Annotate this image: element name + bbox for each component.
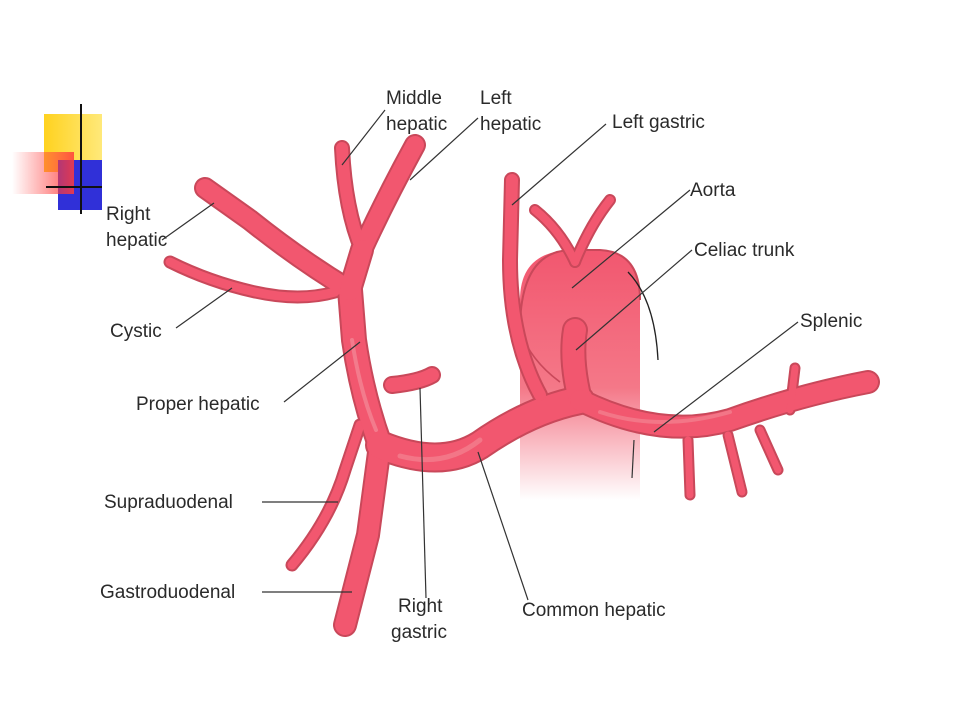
label-common-hepatic: Common hepatic <box>522 600 666 621</box>
label-left-hepatic-2: hepatic <box>480 114 541 135</box>
right-hepatic-artery <box>196 179 359 299</box>
aorta <box>519 249 659 500</box>
label-right-hepatic: Right <box>106 204 151 225</box>
label-right-gastric-2: gastric <box>391 622 447 643</box>
label-celiac-trunk: Celiac trunk <box>694 240 795 261</box>
cystic-artery <box>165 257 340 302</box>
labels: Middle hepatic Left hepatic Left gastric… <box>100 88 862 643</box>
label-left-hepatic: Left <box>480 88 512 109</box>
supraduodenal-artery <box>287 420 365 570</box>
left-hepatic-artery <box>353 136 424 259</box>
label-right-hepatic-2: hepatic <box>106 230 167 251</box>
label-gastroduodenal: Gastroduodenal <box>100 582 235 603</box>
artery-tree-edge <box>163 134 880 637</box>
leader-lines <box>161 109 799 601</box>
left-gastric-artery <box>504 174 546 401</box>
label-proper-hepatic: Proper hepatic <box>136 394 260 415</box>
right-gastric-artery <box>385 368 439 392</box>
celiac-trunk <box>562 319 591 411</box>
gastroduodenal-artery <box>335 435 390 635</box>
label-middle-hepatic-2: hepatic <box>386 114 447 135</box>
artery-highlights <box>350 338 732 463</box>
label-aorta: Aorta <box>690 180 736 201</box>
label-cystic: Cystic <box>110 321 162 342</box>
label-splenic: Splenic <box>800 311 862 332</box>
label-supraduodenal: Supraduodenal <box>104 492 233 513</box>
common-hepatic-artery <box>367 387 593 471</box>
label-middle-hepatic: Middle <box>386 88 442 109</box>
middle-hepatic-artery <box>336 142 368 256</box>
label-right-gastric: Right <box>398 596 443 617</box>
label-left-gastric: Left gastric <box>612 112 705 133</box>
